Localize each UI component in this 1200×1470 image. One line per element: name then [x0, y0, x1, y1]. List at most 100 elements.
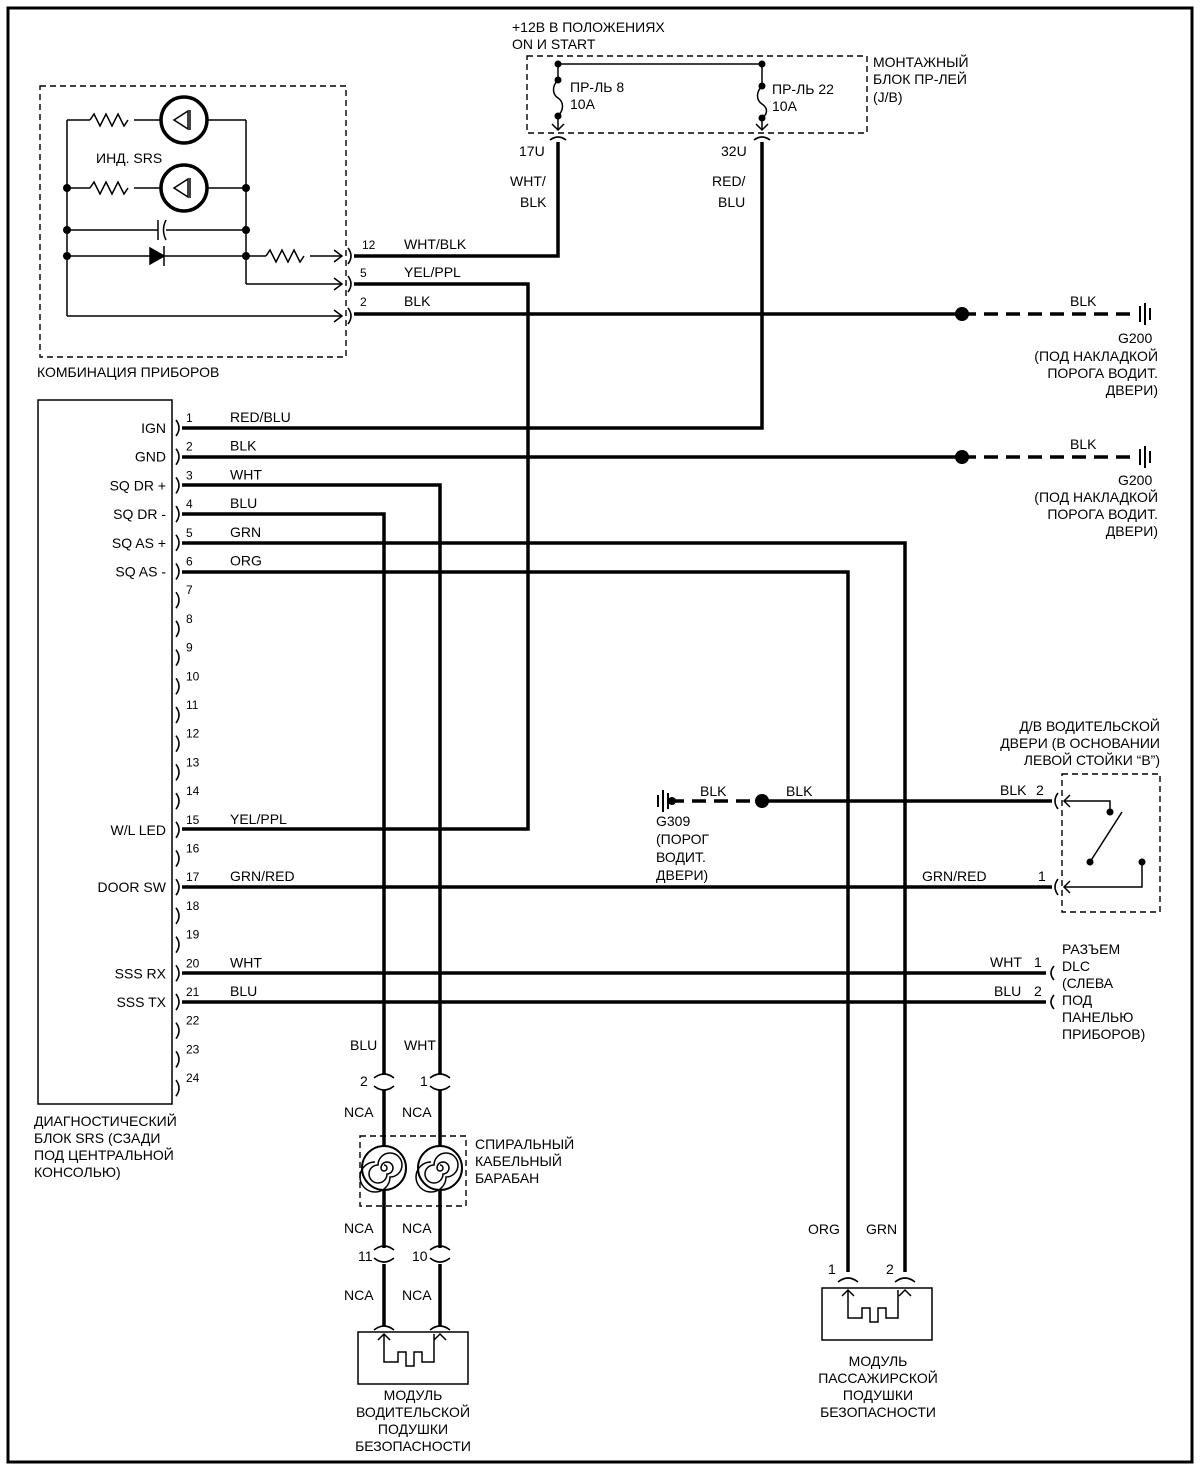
srs-pin-connector — [175, 448, 180, 466]
resistor-2-icon — [89, 180, 129, 196]
g200-a-name: G200 — [1118, 330, 1152, 346]
srs-pin-connector — [175, 591, 180, 609]
srs-pin-name: GND — [135, 449, 166, 465]
diode-icon — [149, 246, 166, 266]
ground-g309: BLK BLK G309 (ПОРОГ ВОДИТ. ДВЕРИ) — [656, 783, 813, 883]
srs-pin-number: 1 — [186, 411, 193, 425]
door-pin1-num: 1 — [1038, 868, 1046, 884]
dlc-label-3: (СЛЕВА — [1062, 975, 1114, 991]
clockspring-right-nca-1: NCA — [402, 1104, 432, 1120]
clockspring-left-nca-3: NCA — [344, 1287, 374, 1303]
srs-pin-name: SQ DR - — [113, 506, 166, 522]
srs-pin-connector — [175, 907, 180, 925]
terminal-32u: 32U — [721, 143, 747, 159]
clockspring: BLU WHT 2 1 NCA NCA СПИРАЛЬНЫЙ КАБЕЛЬНЫЙ… — [344, 1037, 574, 1303]
srs-pin-name: SSS RX — [115, 965, 167, 981]
srs-pin-wire-color: YEL/PPL — [230, 811, 287, 827]
passenger-module-label-2: ПАССАЖИРСКОЙ — [818, 1369, 938, 1386]
srs-pin-wire-color: BLK — [230, 438, 257, 454]
g200-b-desc-1: (ПОД НАКЛАДКОЙ — [1034, 488, 1158, 505]
page-border — [6, 6, 1194, 1464]
srs-pin-name: SQ AS - — [115, 564, 166, 580]
srs-pin-connector — [175, 993, 180, 1011]
clockspring-label-2: КАБЕЛЬНЫЙ — [475, 1152, 562, 1169]
passenger-wire-org: ORG — [808, 1221, 840, 1237]
dlc-connector: WHT 1 BLU 2 РАЗЪЕМ DLC (СЛЕВА ПОД ПАНЕЛЬ… — [990, 941, 1145, 1042]
ground-icon — [1139, 302, 1151, 326]
dlc-label-6: ПРИБОРОВ) — [1062, 1026, 1145, 1042]
dlc-pin2-wire: BLU — [994, 983, 1021, 999]
srs-pin-connector — [175, 534, 180, 552]
g200-b-name: G200 — [1118, 472, 1152, 488]
srs-pin-connector — [175, 850, 180, 867]
srs-pin-number: 18 — [186, 899, 200, 913]
srs-pin-number: 14 — [186, 784, 200, 798]
fuse-22-name: ПР-ЛЬ 22 — [772, 81, 834, 97]
passenger-squib-icon — [841, 1288, 912, 1323]
clockspring-right-wire: WHT — [404, 1037, 436, 1053]
passenger-module-label-4: БЕЗОПАСНОСТИ — [820, 1404, 936, 1420]
srs-pin-name: W/L LED — [111, 822, 167, 838]
srs-pin-connector — [175, 563, 180, 580]
switch-contact-icon — [1089, 811, 1123, 863]
driver-module-label-2: ВОДИТЕЛЬСКОЙ — [356, 1403, 470, 1420]
clockspring-label-3: БАРАБАН — [475, 1170, 539, 1186]
srs-pin-wire-color: GRN — [230, 524, 261, 540]
dlc-label-2: DLC — [1062, 958, 1090, 974]
g309-desc-1: (ПОРОГ — [656, 831, 710, 847]
srs-pin-number: 19 — [186, 928, 200, 942]
dlc-label-1: РАЗЪЕМ — [1062, 941, 1120, 957]
srs-pin-connector — [175, 1079, 180, 1097]
srs-pin-wire-color: ORG — [230, 553, 262, 569]
srs-indicator-label: ИНД. SRS — [96, 150, 162, 166]
g200-b-desc-2: ПОРОГА ВОДИТ. — [1047, 506, 1158, 522]
srs-pin-connector — [175, 735, 180, 753]
srs-pin-wire-color: WHT — [230, 954, 262, 970]
supply-label-line1: +12В В ПОЛОЖЕНИЯХ — [512, 19, 665, 35]
wires — [182, 142, 1138, 1326]
wire-17u-line1: WHT/ — [510, 173, 546, 189]
clockspring-right-pin-top: 1 — [420, 1073, 428, 1089]
srs-pin-name: DOOR SW — [98, 879, 167, 895]
clockspring-coil-left-icon — [359, 1145, 407, 1193]
srs-pin-connector — [175, 878, 180, 896]
door-pin2-wire: BLK — [1000, 782, 1027, 798]
ground-g200-a: BLK G200 (ПОД НАКЛАДКОЙ ПОРОГА ВОДИТ. ДВ… — [1034, 293, 1158, 398]
dlc-pin1-wire: WHT — [990, 954, 1022, 970]
wire-32u-line2: BLU — [718, 194, 745, 210]
srs-pin-connector — [175, 1022, 180, 1040]
srs-pin-number: 10 — [186, 669, 200, 683]
srs-unit-box — [37, 399, 173, 1105]
junction-block: +12В В ПОЛОЖЕНИЯХ ON И START МОНТАЖНЫЙ Б… — [510, 19, 969, 210]
instrument-cluster-outline — [39, 85, 347, 358]
srs-pin-number: 4 — [186, 497, 193, 511]
srs-pin-number: 17 — [186, 870, 200, 884]
srs-pin-number: 22 — [186, 1014, 200, 1028]
srs-unit-label-3: ПОД ЦЕНТРАЛЬНОЙ — [34, 1146, 174, 1163]
driver-module-box — [357, 1331, 469, 1385]
srs-unit-label-4: КОНСОЛЬЮ) — [34, 1164, 121, 1180]
srs-pin-connector — [175, 620, 180, 638]
wire-32u-line1: RED/ — [712, 173, 746, 189]
wire-17u-line2: BLK — [520, 194, 547, 210]
srs-pin-wire-color: RED/BLU — [230, 409, 291, 425]
g200-a-desc-1: (ПОД НАКЛАДКОЙ — [1034, 347, 1158, 364]
clockspring-left-pin-bottom: 11 — [358, 1248, 373, 1264]
junction-block-label-2: БЛОК ПР-ЛЕЙ — [873, 70, 967, 87]
passenger-module-label-3: ПОДУШКИ — [843, 1387, 913, 1403]
srs-pin-connector — [175, 649, 180, 667]
passenger-pin-2: 2 — [886, 1261, 894, 1277]
g200-a-desc-2: ПОРОГА ВОДИТ. — [1047, 365, 1158, 381]
srs-pin-number: 15 — [186, 813, 200, 827]
srs-pin-number: 20 — [186, 956, 200, 970]
ground-icon — [1139, 445, 1151, 469]
srs-pin-connector — [175, 505, 180, 523]
dlc-pin2-num: 2 — [1034, 983, 1042, 999]
clockspring-left-nca-2: NCA — [344, 1220, 374, 1236]
srs-pin-connector — [175, 476, 180, 494]
driver-airbag-module: МОДУЛЬ ВОДИТЕЛЬСКОЙ ПОДУШКИ БЕЗОПАСНОСТИ — [355, 1325, 471, 1454]
fuse-22-rating: 10A — [772, 98, 798, 114]
cluster-wire-5: YEL/PPL — [404, 264, 461, 280]
g309-name: G309 — [656, 813, 690, 829]
